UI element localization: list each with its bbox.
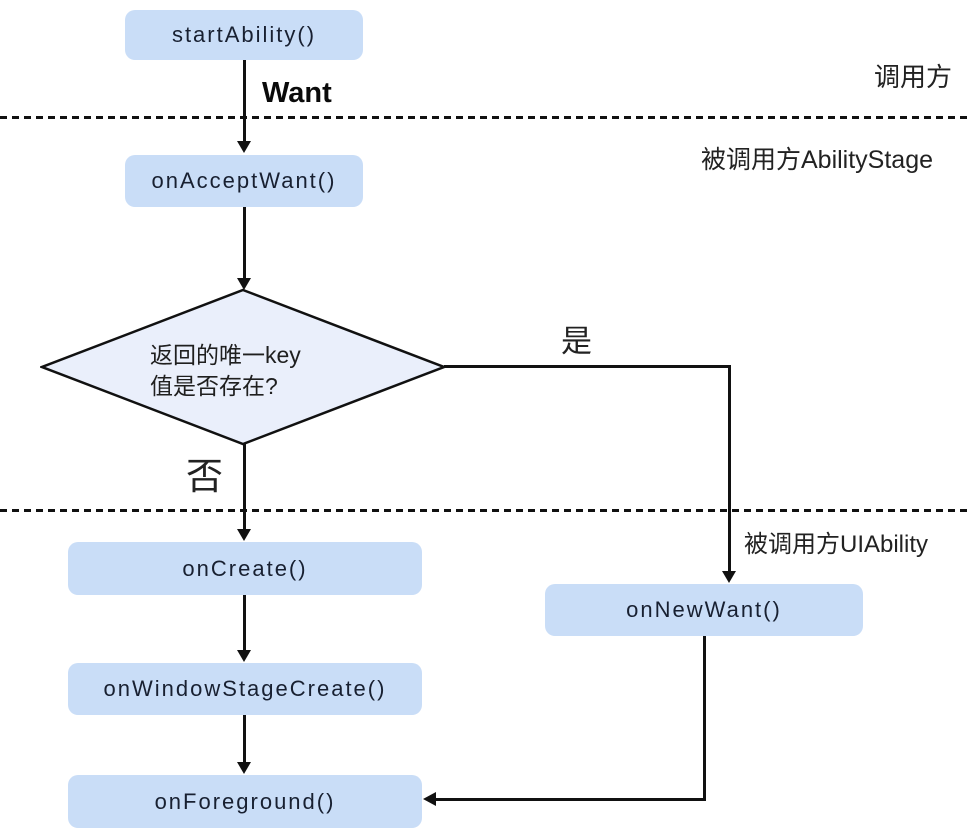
edge-newwant-to-fg-arrowhead (423, 792, 436, 806)
on-window-stage-create-node: onWindowStageCreate() (68, 663, 422, 715)
edge-label-no: 否 (186, 456, 223, 497)
edge-create-to-wsc-line (243, 595, 246, 652)
decision-question-line1: 返回的唯一key (150, 342, 301, 368)
edge-yes-vertical-line (728, 365, 731, 572)
on-accept-want-node: onAcceptWant() (125, 155, 363, 207)
edge-no-arrowhead (237, 529, 251, 541)
edge-start-to-accept-line (243, 60, 246, 142)
edge-newwant-to-fg-line (435, 798, 706, 801)
decision-question-line2: 值是否存在? (150, 373, 278, 399)
on-new-want-node: onNewWant() (545, 584, 863, 636)
edge-label-yes: 是 (561, 324, 592, 359)
edge-no-line (243, 444, 246, 530)
edge-yes-arrowhead (722, 571, 736, 583)
edge-accept-to-decision-line (243, 207, 246, 279)
start-ability-node: startAbility() (125, 10, 363, 60)
region-label-abilitystage: 被调用方AbilityStage (701, 146, 934, 174)
edge-start-to-accept-arrowhead (237, 141, 251, 153)
edge-accept-to-decision-arrowhead (237, 278, 251, 290)
region-label-caller: 调用方 (874, 62, 953, 92)
decision-question: 返回的唯一key 值是否存在? (150, 340, 301, 402)
on-create-node: onCreate() (68, 542, 422, 595)
edge-wsc-to-fg-line (243, 715, 246, 763)
edge-create-to-wsc-arrowhead (237, 650, 251, 662)
edge-label-want: Want (262, 77, 332, 109)
on-foreground-node: onForeground() (68, 775, 422, 828)
stage-uiability-divider (0, 509, 968, 512)
edge-newwant-down-line (703, 636, 706, 800)
caller-callee-divider (0, 116, 968, 119)
edge-yes-horizontal-line (444, 365, 731, 368)
region-label-uiability: 被调用方UIAbility (744, 531, 929, 558)
edge-wsc-to-fg-arrowhead (237, 762, 251, 774)
